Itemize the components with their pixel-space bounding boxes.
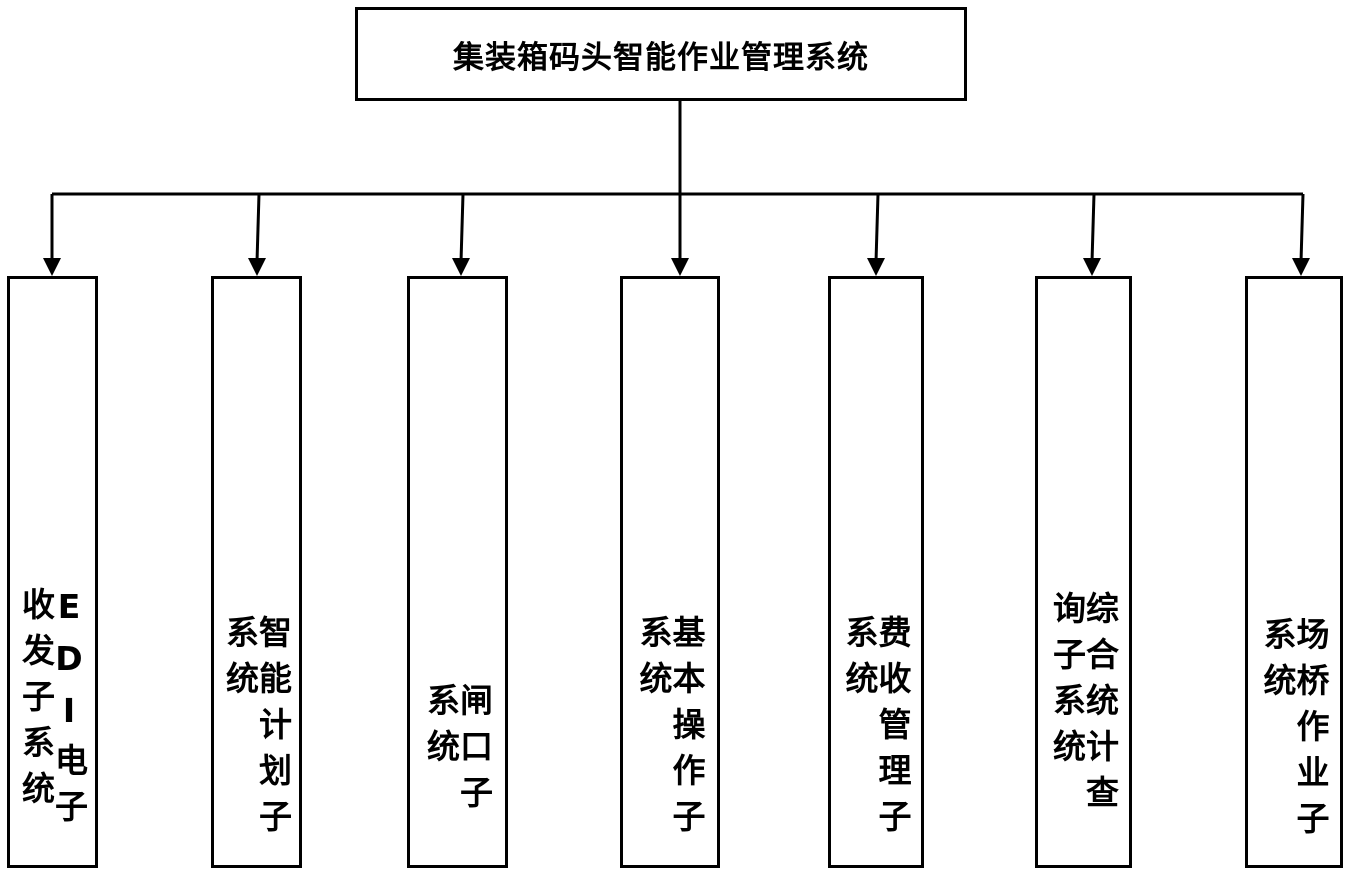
root-node: 集装箱码头智能作业管理系统 (355, 7, 967, 101)
drop-arrow-gate (459, 193, 465, 263)
drop-arrow-plan (255, 193, 261, 263)
subsystem-label-plan: 智能计划子系统 (220, 615, 293, 845)
arrowhead-stats (1083, 258, 1101, 276)
subsystem-box-fee: 费收管理子系统 (828, 276, 924, 868)
subsystem-box-plan: 智能计划子系统 (211, 276, 302, 868)
subsystem-box-basic: 基本操作子系统 (620, 276, 720, 868)
subsystem-box-yard: 场桥作业子系统 (1245, 276, 1343, 868)
root-node-label: 集装箱码头智能作业管理系统 (453, 39, 869, 76)
subsystem-label-stats: 综合统计查询子系统 (1047, 591, 1120, 821)
subsystem-label-gate: 闸口子系统 (421, 683, 494, 821)
drop-arrow-yard (1299, 193, 1305, 263)
subsystem-label-yard: 场桥作业子系统 (1258, 617, 1330, 847)
arrowhead-plan (248, 258, 266, 276)
arrowhead-fee (867, 258, 885, 276)
subsystem-label-edi: EDI电子收发子系统 (16, 587, 89, 835)
subsystem-box-stats: 综合统计查询子系统 (1035, 276, 1132, 868)
arrowhead-edi (43, 258, 61, 276)
arrowhead-basic (671, 258, 689, 276)
arrowhead-gate (452, 258, 470, 276)
subsystem-box-gate: 闸口子系统 (407, 276, 508, 868)
arrowhead-yard (1292, 258, 1310, 276)
subsystem-label-fee: 费收管理子系统 (840, 615, 912, 845)
drop-arrow-stats (1090, 193, 1096, 263)
subsystem-label-basic: 基本操作子系统 (634, 615, 706, 845)
subsystem-box-edi: EDI电子收发子系统 (7, 276, 98, 868)
drop-arrow-fee (874, 193, 880, 263)
